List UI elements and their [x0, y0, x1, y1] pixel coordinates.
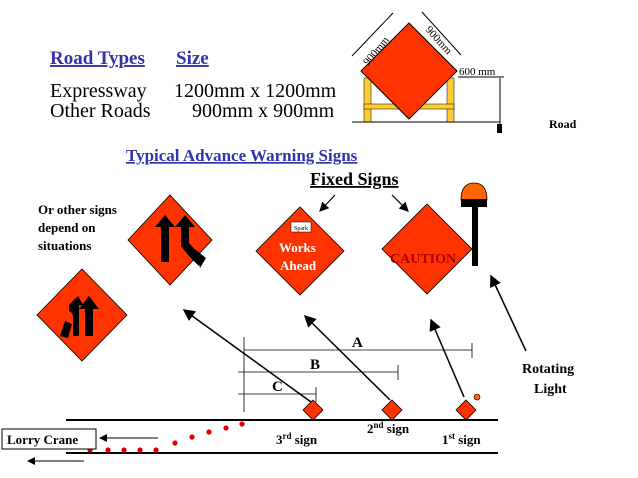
cone [172, 440, 178, 446]
small-rotating-light [473, 393, 481, 401]
row-other-size: 900mm x 900mm [192, 100, 335, 122]
fixed-signs-title: Fixed Signs [310, 169, 399, 189]
rotating-light-device [460, 182, 488, 266]
main-title: Typical Advance Warning Signs [126, 146, 358, 165]
note-line-3: situations [38, 238, 91, 253]
traffic-cones [87, 421, 245, 453]
stand-left-post [363, 77, 372, 123]
mount-diamond-sign [360, 22, 458, 120]
note-line-2: depend on [38, 220, 96, 235]
arrow-1st-to-caution [429, 318, 465, 398]
rotating-label-1: Rotating [522, 362, 574, 377]
caution-text: CAUTION [390, 252, 456, 267]
works-line-1: Works [279, 240, 316, 255]
cone [223, 425, 229, 431]
cone [206, 429, 212, 435]
cone [137, 447, 143, 453]
label-3rd-sign: 3rd sign [276, 431, 318, 447]
dim-line-right [421, 11, 462, 56]
fixed-arrow-left [319, 194, 336, 212]
dist-label-b: B [310, 357, 320, 373]
lane-arrows-left-icon [60, 296, 99, 338]
lorry-crane-label: Lorry Crane [7, 432, 78, 447]
fixed-arrow-right [391, 194, 409, 212]
road-types-heading: Road Types [50, 48, 145, 69]
label-1st-sign: 1st sign [442, 431, 481, 447]
arrow-rotating-to-light [490, 274, 527, 352]
lane-merge-left-sign [36, 268, 128, 362]
works-line-2: Ahead [280, 258, 317, 273]
sign-2nd-marker [381, 399, 403, 421]
note-line-1: Or other signs [38, 202, 117, 217]
works-small-text: Spark [294, 226, 308, 232]
cone [153, 447, 159, 453]
sign-1st-marker [455, 399, 477, 421]
size-heading: Size [176, 48, 209, 69]
caution-sign: CAUTION [381, 203, 473, 295]
arrow-2nd-to-works [303, 314, 391, 401]
lorry-crane-box [1, 428, 97, 450]
road-post [497, 124, 502, 133]
dim-line-left [351, 12, 394, 57]
height-label: 600 mm [459, 66, 496, 78]
row-other-type: Other Roads [50, 100, 151, 122]
cone [105, 447, 111, 453]
distance-markers: A B C [238, 335, 473, 412]
works-small-plate [290, 221, 312, 233]
cone [189, 434, 195, 440]
row-expressway-type: Expressway [50, 80, 147, 102]
rotating-label-2: Light [534, 382, 567, 397]
works-ahead-sign: Spark Works Ahead [255, 206, 345, 296]
dist-label-a: A [352, 335, 363, 351]
lane-merge-right-sign [127, 194, 213, 286]
light-pole [472, 207, 478, 266]
sign-3rd-marker [302, 399, 324, 421]
cone [239, 421, 245, 427]
stand-right-post [446, 77, 455, 123]
cone [121, 447, 127, 453]
lane-arrows-icon [155, 215, 206, 268]
sign-mount-diagram: 900mm 900mm 600 mm Road [351, 11, 577, 133]
arrow-3rd-to-merge [182, 309, 312, 403]
row-expressway-size: 1200mm x 1200mm [174, 80, 337, 102]
road-label: Road [549, 117, 577, 131]
light-base [461, 199, 487, 207]
dist-label-c: C [272, 379, 283, 395]
label-2nd-sign: 2nd sign [367, 420, 410, 436]
light-dome [460, 182, 488, 201]
